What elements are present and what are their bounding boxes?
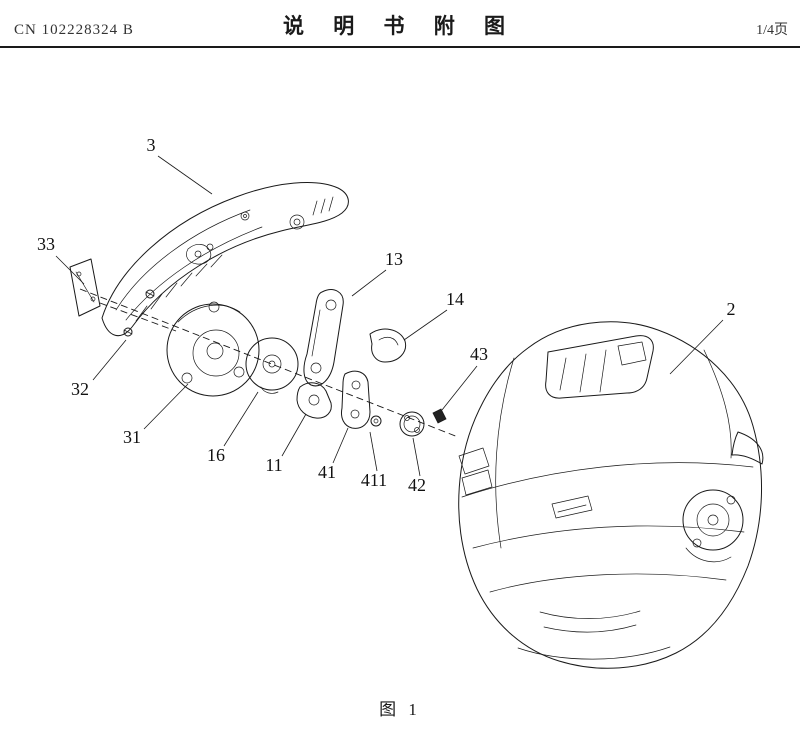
leader-line-33 [55, 255, 85, 285]
leader-line-32 [92, 339, 127, 381]
figure-caption: 图 1 [379, 700, 421, 719]
leader-line-16 [223, 391, 259, 447]
part-label-42: 42 [408, 475, 426, 495]
page-header: CN 102228324 B 说 明 书 附 图 1/4页 [0, 0, 800, 48]
leader-line-2 [669, 319, 724, 375]
part-bracket [303, 289, 344, 387]
part-label-13: 13 [385, 249, 403, 269]
leader-line-11 [281, 413, 307, 457]
part-pin [432, 408, 447, 424]
document-number: CN 102228324 B [14, 22, 134, 38]
page-indicator: 1/4页 [756, 23, 788, 38]
part-spring-clip [369, 328, 407, 363]
leader-lines [55, 155, 724, 477]
leader-line-43 [441, 365, 478, 411]
part-side-strip [69, 258, 101, 317]
part-label-33: 33 [37, 234, 55, 254]
part-label-43: 43 [470, 344, 488, 364]
part-label-3: 3 [147, 135, 156, 155]
part-label-16: 16 [207, 445, 225, 465]
part-label-14: 14 [446, 289, 464, 309]
part-label-411: 411 [361, 470, 387, 490]
part-label-32: 32 [71, 379, 89, 399]
part-label-2: 2 [727, 299, 736, 319]
leader-line-3 [157, 155, 213, 195]
leader-line-13 [351, 269, 387, 297]
part-small-disc [399, 411, 425, 437]
part-link-plate [296, 382, 332, 419]
part-ratchet-plate [166, 301, 260, 397]
part-label-31: 31 [123, 427, 141, 447]
part-label-11: 11 [265, 455, 282, 475]
leader-line-411 [369, 431, 378, 472]
part-label-41: 41 [318, 462, 336, 482]
part-washer [370, 415, 382, 427]
page-title: 说 明 书 附 图 [283, 14, 517, 38]
leader-line-41 [332, 427, 349, 464]
leader-line-42 [412, 437, 421, 477]
part-chin-guard-shell [101, 182, 349, 337]
part-round-cover [245, 337, 299, 394]
part-latch-piece [341, 370, 371, 429]
part-helmet-shell [458, 321, 764, 669]
leader-line-31 [143, 383, 189, 430]
part-screws [123, 289, 155, 337]
leader-line-14 [403, 309, 448, 341]
part-labels: 3 33 32 31 16 11 41 411 42 43 13 14 2 [37, 135, 736, 495]
